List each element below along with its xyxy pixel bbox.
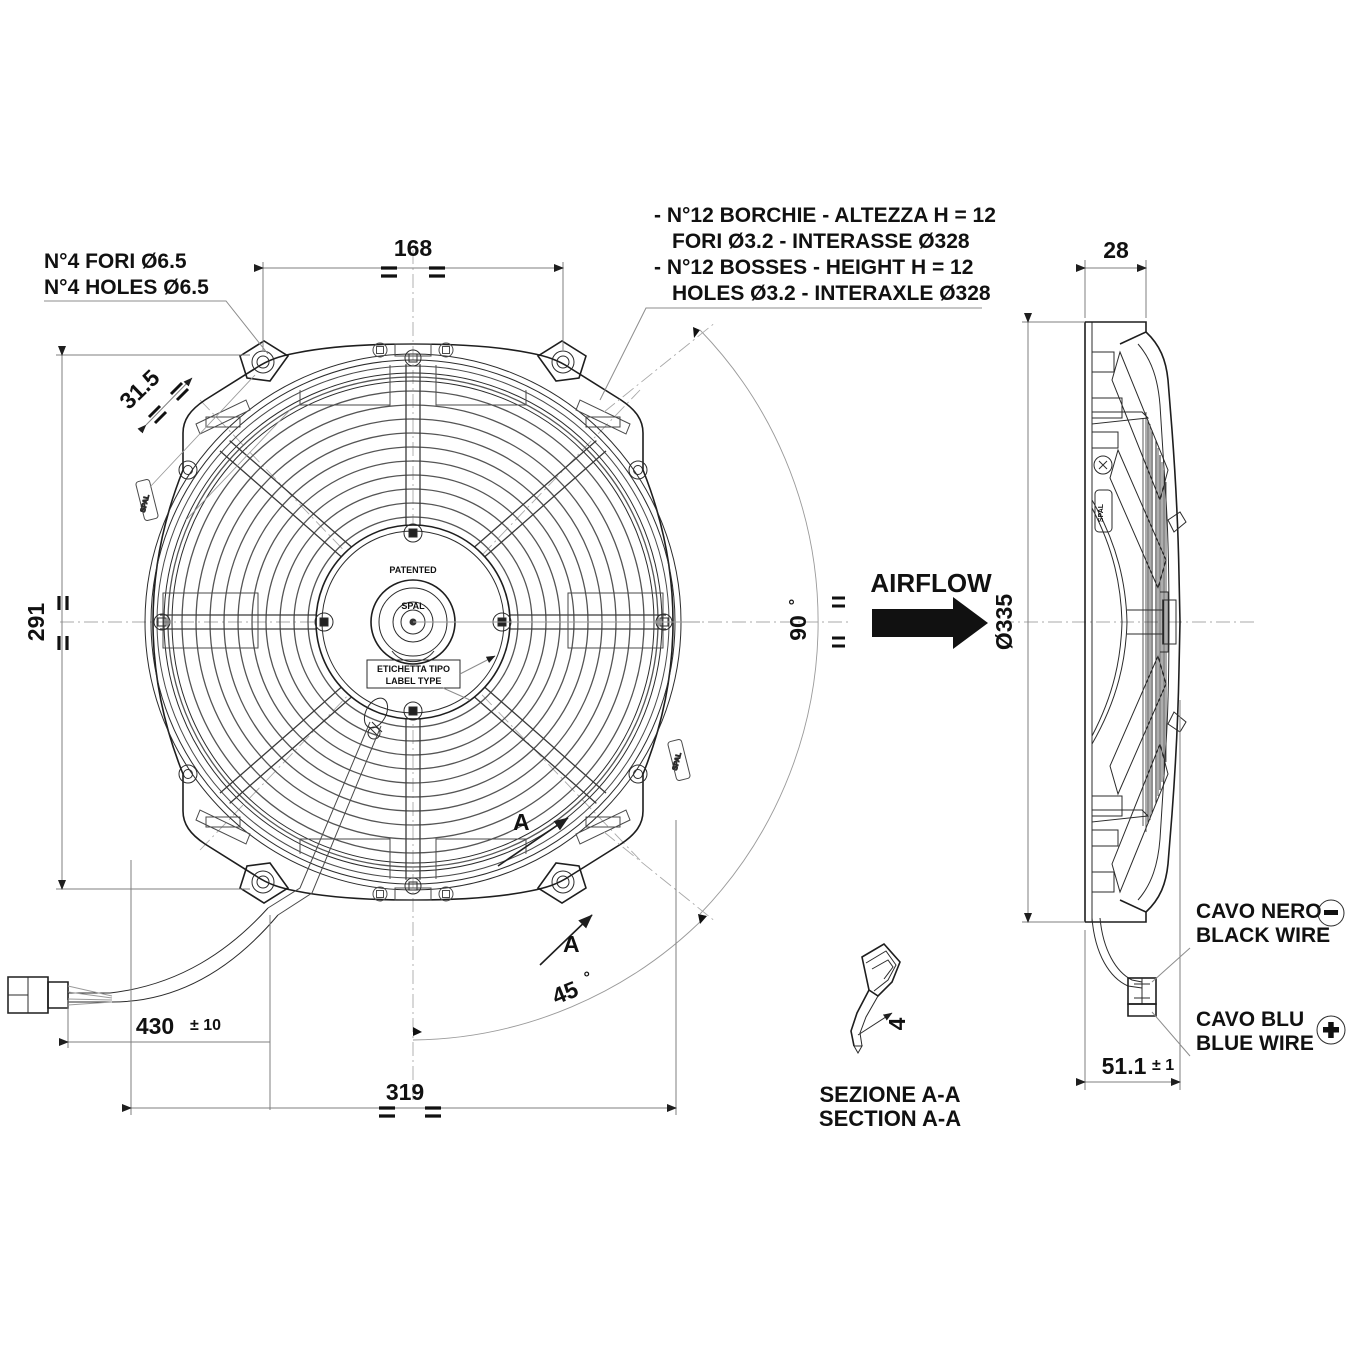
note-bosses-line1: - N°12 BORCHIE - ALTEZZA H = 12 <box>654 204 996 227</box>
note-bosses-line3: - N°12 BOSSES - HEIGHT H = 12 <box>654 256 973 279</box>
grille-rings <box>163 372 663 872</box>
wire-blue-it: CAVO BLU <box>1196 1008 1304 1031</box>
airflow-indicator: AIRFLOW <box>870 568 992 649</box>
section-label-en: SECTION A-A <box>819 1106 961 1131</box>
wire-black-it: CAVO NERO <box>1196 900 1322 923</box>
dimension-335-value: Ø335 <box>991 594 1017 650</box>
dimension-28-value: 28 <box>1103 237 1129 263</box>
bosses: SPAL SPAL <box>135 342 691 902</box>
dimension-291: 291 <box>23 346 250 890</box>
section-marker-outer: A <box>563 931 580 957</box>
minus-glyph-icon <box>1324 910 1338 915</box>
note-holes-en: N°4 HOLES Ø6.5 <box>44 276 209 299</box>
airflow-arrow-icon <box>872 597 988 649</box>
label-type-it: ETICHETTA TIPO <box>377 664 450 674</box>
section-markers: A A <box>497 809 593 966</box>
dimension-430-tolerance: ± 10 <box>190 1017 221 1034</box>
wire-blue-en: BLUE WIRE <box>1196 1032 1314 1055</box>
dimension-291-value: 291 <box>23 603 49 642</box>
hub-brand-text: SPAL <box>401 601 425 611</box>
dimension-430-value: 430 <box>136 1013 174 1039</box>
note-bosses: - N°12 BORCHIE - ALTEZZA H = 12 FORI Ø3.… <box>599 204 996 401</box>
minus-badge-icon <box>1317 899 1345 927</box>
dimension-28: 28 <box>1076 237 1147 318</box>
note-holes: N°4 FORI Ø6.5 N°4 HOLES Ø6.5 <box>44 250 269 355</box>
cable-exit <box>267 697 389 916</box>
dimension-168: 168 <box>254 235 564 350</box>
angle-90-degree: ° <box>787 599 804 605</box>
side-wire-exit <box>1091 917 1157 1017</box>
note-bosses-line4: HOLES Ø3.2 - INTERAXLE Ø328 <box>672 282 991 305</box>
hub-patented-text: PATENTED <box>389 565 437 575</box>
note-bosses-line2: FORI Ø3.2 - INTERASSE Ø328 <box>672 230 970 253</box>
section-thickness-value: 4 <box>884 1017 910 1030</box>
dimension-335: Ø335 <box>991 313 1085 923</box>
dimension-319-value: 319 <box>386 1079 424 1105</box>
label-type-en: LABEL TYPE <box>386 676 442 686</box>
dimension-319: 319 <box>122 820 677 1118</box>
side-view-brand: SPAL <box>1098 503 1105 522</box>
fan-side-view: SPAL <box>1000 321 1255 1017</box>
dimension-51_1-tolerance: ± 1 <box>1152 1057 1174 1074</box>
section-aa-detail: 4 SEZIONE A-A SECTION A-A <box>819 942 961 1131</box>
note-holes-it: N°4 FORI Ø6.5 <box>44 250 187 273</box>
wire-black-en: BLACK WIRE <box>1196 924 1330 947</box>
dimension-430: 430 ± 10 <box>59 915 271 1110</box>
dimension-51_1-value: 51.1 <box>1102 1053 1147 1079</box>
dimension-51_1: 51.1 ± 1 <box>1076 700 1181 1090</box>
plus-glyph-icon <box>1323 1022 1339 1038</box>
section-label-it: SEZIONE A-A <box>820 1082 961 1107</box>
angle-90-value: 90 <box>785 615 811 641</box>
angle-construction: 90 ° 45 ° <box>412 321 845 1041</box>
plus-badge-icon <box>1316 1015 1346 1045</box>
section-marker-inner: A <box>513 809 530 835</box>
airflow-label: AIRFLOW <box>870 568 992 598</box>
wire-labels: CAVO NERO BLACK WIRE CAVO BLU BLUE WIRE <box>1151 899 1346 1057</box>
dimension-168-value: 168 <box>394 235 433 261</box>
